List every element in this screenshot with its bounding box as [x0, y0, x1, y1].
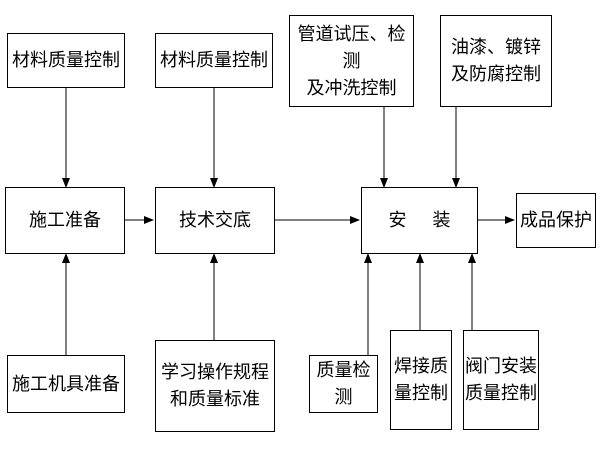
node-label-line2: 和质量标准 — [170, 389, 260, 410]
node-label: 质量检测 — [316, 360, 371, 408]
node-pipe-test: 管道试压、检测 及冲洗控制 — [289, 15, 414, 107]
node-material-quality-1: 材料质量控制 — [7, 33, 125, 88]
node-label-line1: 学习操作规程 — [161, 362, 269, 383]
node-study-standards: 学习操作规程 和质量标准 — [155, 340, 275, 432]
node-material-quality-2: 材料质量控制 — [155, 33, 273, 88]
node-tech-briefing: 技术交底 — [155, 187, 275, 254]
node-label: 材料质量控制 — [12, 50, 120, 71]
node-label-line1: 阀门安装 — [465, 356, 537, 377]
node-quality-inspection: 质量检测 — [309, 355, 378, 413]
node-label: 施工机具准备 — [12, 373, 120, 395]
node-construction-prep: 施工准备 — [5, 187, 125, 254]
node-paint-anticorrosion: 油漆、镀锌 及防腐控制 — [440, 15, 552, 107]
node-label: 施工准备 — [29, 210, 101, 231]
node-product-protection: 成品保护 — [516, 193, 596, 248]
node-label: 材料质量控制 — [160, 50, 268, 71]
node-label-line2: 及冲洗控制 — [306, 77, 397, 99]
node-label-line2: 量控制 — [394, 383, 448, 404]
node-label: 安装 — [388, 210, 477, 231]
node-label: 技术交底 — [179, 210, 251, 231]
node-label-line1: 焊接质 — [394, 356, 448, 377]
node-label-line2: 及防腐控制 — [451, 64, 541, 85]
node-welding-quality: 焊接质 量控制 — [390, 330, 452, 430]
node-install: 安装 — [361, 187, 478, 254]
node-label-line2: 质量控制 — [465, 383, 537, 404]
node-label-line1: 油漆、镀锌 — [451, 37, 541, 58]
node-tool-prep: 施工机具准备 — [7, 355, 125, 413]
node-valve-quality: 阀门安装 质量控制 — [463, 330, 539, 430]
node-label: 成品保护 — [520, 210, 592, 231]
node-label-line1: 管道试压、检测 — [297, 23, 406, 72]
